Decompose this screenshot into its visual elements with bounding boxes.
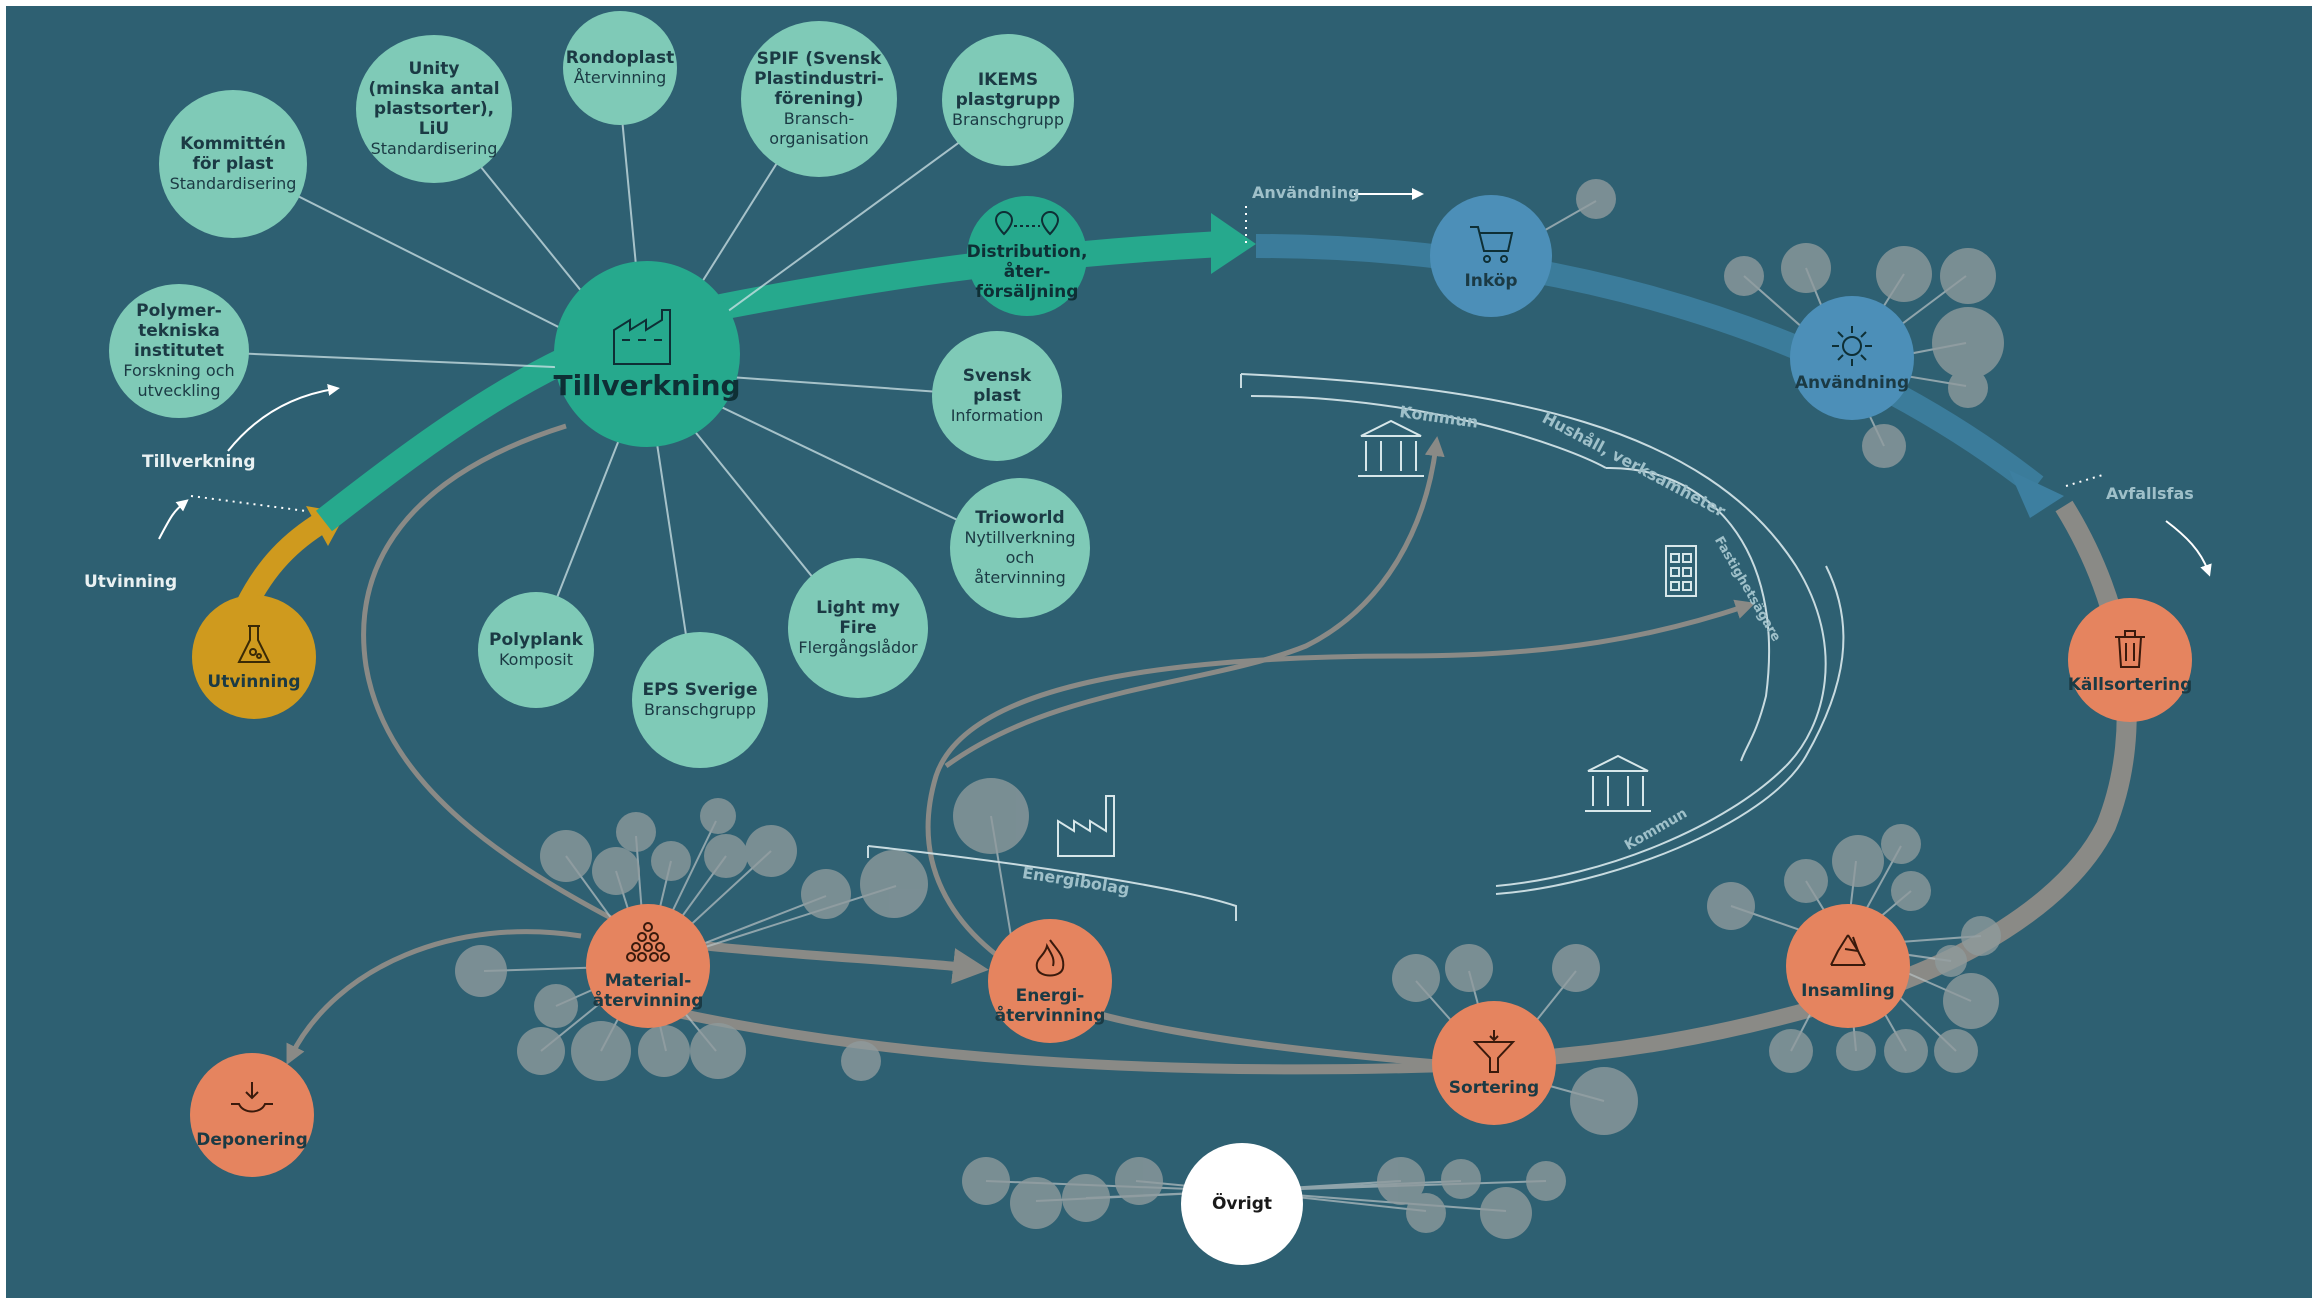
stage-energiatervinning[interactable]: Energi- återvinning <box>988 919 1112 1043</box>
stage-inkop[interactable]: Inköp <box>1430 195 1552 317</box>
actor-arcs <box>867 373 1845 921</box>
trash-icon <box>2115 630 2145 668</box>
apartment-building-icon <box>1665 545 1697 597</box>
phase-label-anvandning: Användning <box>1252 183 1360 202</box>
town-hall-icon <box>1358 419 1424 477</box>
stage-utvinning[interactable]: Utvinning <box>192 595 316 719</box>
stage-ovrigt[interactable]: Övrigt <box>1181 1143 1303 1265</box>
landfill-icon <box>231 1082 273 1113</box>
recycle-icon <box>1830 934 1866 966</box>
flow-distribution-arrowhead <box>1211 213 1256 274</box>
stage-deponering[interactable]: Deponering <box>190 1053 314 1177</box>
map-pin-icon <box>994 210 1060 236</box>
gear-icon <box>1832 326 1872 366</box>
power-plant-icon <box>1057 795 1115 857</box>
stage-sortering[interactable]: Sortering <box>1432 1001 1556 1125</box>
phase-label-tillverkning: Tillverkning <box>142 452 256 472</box>
stage-materialatervinning[interactable]: Material- återvinning <box>586 904 710 1028</box>
factory-icon <box>613 309 671 365</box>
funnel-icon <box>1472 1030 1516 1073</box>
town-hall-icon <box>1585 754 1651 812</box>
flow-avfall-arrowhead <box>2009 470 2064 518</box>
flow-anvandning-band <box>1255 234 2044 496</box>
phase-label-utvinning: Utvinning <box>84 572 178 592</box>
flask-icon <box>237 625 271 663</box>
flow-layer <box>158 75 2212 1239</box>
cart-icon <box>1470 226 1514 263</box>
tillverkning-hub[interactable]: Tillverkning <box>553 261 741 447</box>
stage-distribution[interactable]: Distribution, åter- försäljning <box>967 196 1087 316</box>
phase-markers <box>158 188 2212 577</box>
flame-icon <box>1035 939 1065 977</box>
pellets-icon <box>626 922 670 962</box>
stage-anvandning[interactable]: Användning <box>1790 296 1914 420</box>
phase-label-avfallsfas: Avfallsfas <box>2106 484 2194 503</box>
actor-spif[interactable]: SPIF (Svensk Plastindustri- förening)Bra… <box>741 21 897 177</box>
flow-utvinning-arrow <box>236 511 330 612</box>
stage-kallsortering[interactable]: Källsortering <box>2068 598 2192 722</box>
stage-insamling[interactable]: Insamling <box>1786 904 1910 1028</box>
satellite-circles <box>455 179 2004 1239</box>
